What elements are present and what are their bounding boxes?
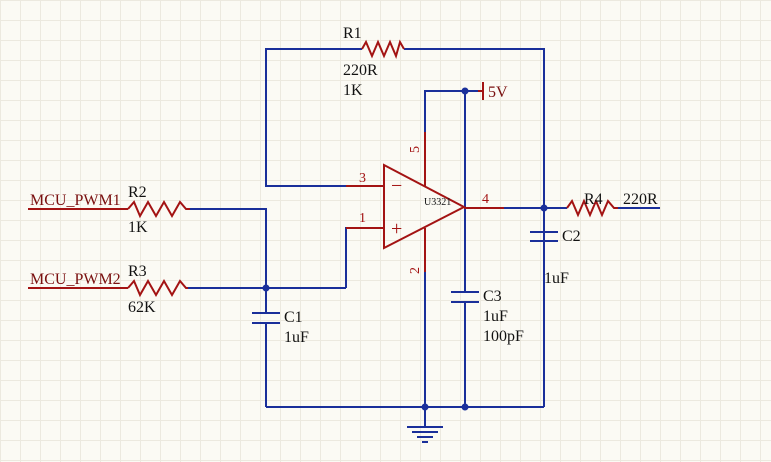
r3-ref: R3: [128, 263, 147, 280]
vcc-label: 5V: [488, 84, 508, 101]
opamp-u1[interactable]: − + U3321 3 1 4 5 2: [346, 132, 504, 407]
resistor-r4[interactable]: [566, 198, 618, 218]
opamp-pin4-number: 4: [482, 192, 489, 207]
c1-value: 1uF: [284, 329, 309, 346]
capacitor-c1[interactable]: [252, 312, 280, 324]
net-label-pwm2[interactable]: MCU_PWM2: [30, 271, 121, 288]
r1-value: 220R: [343, 62, 378, 79]
r1-ref: R1: [343, 25, 362, 42]
wire-vcc: [424, 90, 478, 132]
c3-ref: C3: [483, 288, 502, 305]
r1-alt-value: 1K: [343, 82, 363, 99]
c3-value: 1uF: [483, 308, 508, 325]
junction-c3-ground: [461, 403, 469, 411]
r3-value: 62K: [128, 299, 156, 316]
vcc-port[interactable]: 5V: [478, 82, 508, 101]
wire-feedback-right: [404, 48, 545, 407]
resistor-r2[interactable]: [127, 199, 190, 219]
opamp-plus-sign: +: [391, 218, 402, 240]
wire-feedback-left: [265, 48, 384, 187]
wire-node-noninv: [345, 227, 384, 288]
capacitor-c3[interactable]: [451, 291, 479, 303]
opamp-pin3-number: 3: [359, 171, 366, 186]
wire-r2-node: [190, 208, 267, 288]
junctions: [262, 87, 548, 411]
c1-ref: C1: [284, 309, 303, 326]
r2-value: 1K: [128, 219, 148, 236]
r1-zigzag: [361, 39, 405, 59]
c2-ref: C2: [562, 228, 581, 245]
r2-zigzag: [127, 199, 190, 219]
opamp-ref-label: U3321: [424, 197, 451, 208]
opamp-pin1-number: 1: [359, 211, 366, 226]
net-label-pwm1[interactable]: MCU_PWM1: [30, 192, 121, 209]
opamp-minus-sign: −: [391, 175, 402, 197]
capacitor-c2[interactable]: [530, 208, 558, 242]
r4-ref: R4: [584, 191, 603, 208]
resistor-r3[interactable]: [127, 278, 188, 298]
opamp-pin2-number: 2: [408, 267, 423, 274]
opamp-pin5-number: 5: [408, 146, 423, 153]
r4-zigzag: [566, 198, 618, 218]
c3-alt-value: 100pF: [483, 328, 524, 345]
r2-ref: R2: [128, 184, 147, 201]
r3-zigzag: [127, 278, 188, 298]
junction-vcc: [461, 87, 469, 95]
resistor-r1[interactable]: [361, 39, 405, 59]
r4-value: 220R: [623, 191, 658, 208]
c2-value: 1uF: [544, 270, 569, 287]
ground-symbol: [407, 426, 443, 443]
junction-node: [262, 284, 270, 292]
